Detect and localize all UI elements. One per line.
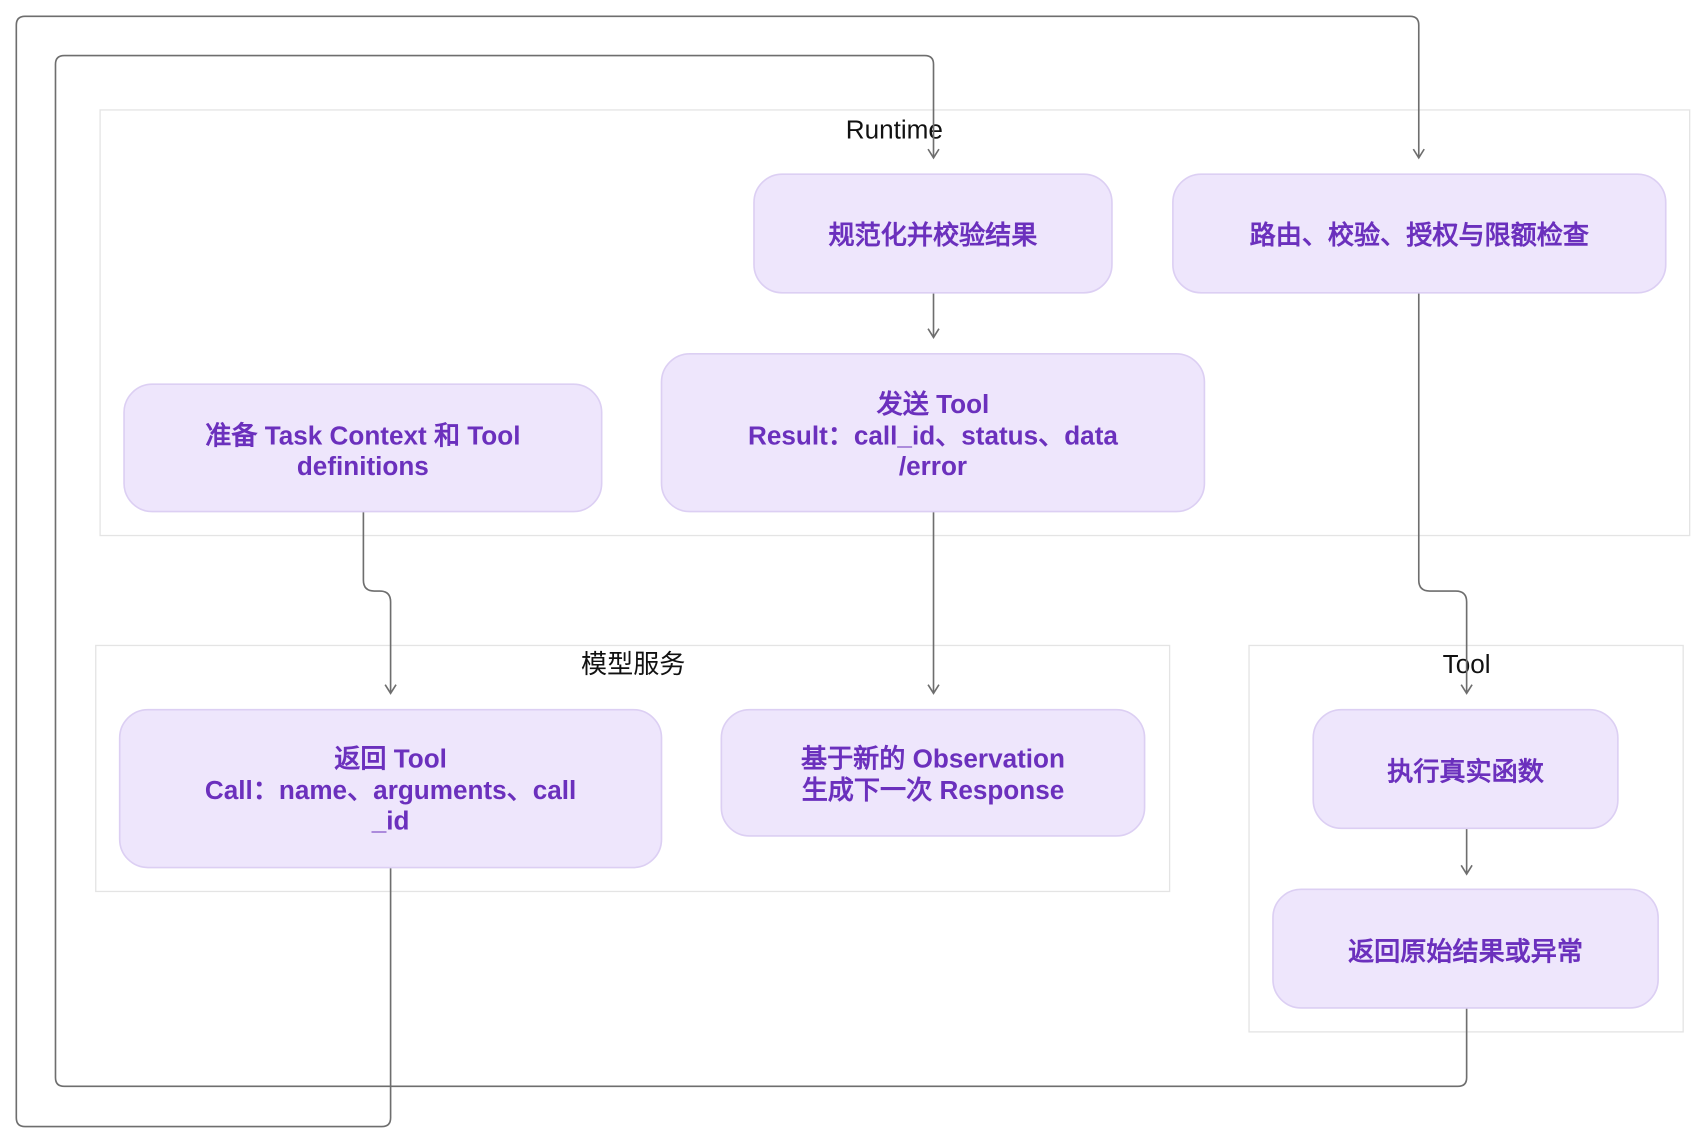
node-raw-result-box bbox=[1272, 888, 1659, 1009]
node-execute: 执行真实函数 bbox=[1312, 708, 1619, 830]
node-normalize-label: 规范化并校验结果 bbox=[829, 220, 1039, 250]
node-return-call-box bbox=[118, 708, 663, 869]
node-return-call-label-line-1: 返回 Tool bbox=[334, 744, 447, 774]
node-prepare-label-line-1: 准备 Task Context 和 Tool bbox=[205, 420, 520, 450]
node-raw-result: 返回原始结果或异常 bbox=[1272, 888, 1659, 1009]
node-route-label: 路由、校验、授权与限额检查 bbox=[1250, 220, 1590, 250]
node-send-result-label-line-2: Result：call_id、status、data bbox=[748, 420, 1118, 450]
node-normalize: 规范化并校验结果 bbox=[753, 173, 1113, 294]
edge-route-to-execute bbox=[1417, 292, 1473, 695]
cluster-model-service-label: 模型服务 bbox=[581, 649, 685, 679]
node-send-result-label-line-1: 发送 Tool bbox=[876, 389, 990, 419]
node-send-result: 发送 Tool Result：call_id、status、data /erro… bbox=[660, 352, 1206, 513]
node-route: 路由、校验、授权与限额检查 bbox=[1172, 173, 1667, 294]
node-execute-box bbox=[1312, 708, 1619, 830]
node-return-call: 返回 Tool Call：name、arguments、call _id bbox=[118, 708, 663, 869]
node-route-box bbox=[1172, 173, 1667, 294]
node-send-result-box bbox=[660, 352, 1206, 513]
node-raw-result-label: 返回原始结果或异常 bbox=[1348, 936, 1583, 966]
node-send-result-label-line-3: /error bbox=[899, 451, 967, 481]
node-prepare-label-line-2: definitions bbox=[297, 451, 429, 481]
node-next-response: 基于新的 Observation 生成下一次 Response bbox=[720, 708, 1146, 837]
edge-prepare-to-return-call bbox=[362, 511, 397, 695]
node-execute-label: 执行真实函数 bbox=[1387, 757, 1545, 787]
node-next-response-box bbox=[720, 708, 1146, 837]
node-next-response-label-line-2: 生成下一次 Response bbox=[802, 775, 1065, 805]
node-next-response-label-line-1: 基于新的 Observation bbox=[801, 744, 1065, 774]
node-prepare-box bbox=[123, 383, 603, 513]
edge-raw-result-to-normalize bbox=[54, 54, 1468, 1088]
node-return-call-label-line-2: Call：name、arguments、call bbox=[205, 775, 576, 805]
node-normalize-box bbox=[753, 173, 1113, 294]
node-prepare: 准备 Task Context 和 Tool definitions bbox=[123, 383, 603, 513]
edge-return-call-to-route bbox=[15, 15, 1425, 1128]
cluster-runtime-label: Runtime bbox=[846, 115, 943, 145]
node-return-call-label-line-3: _id bbox=[371, 806, 410, 836]
